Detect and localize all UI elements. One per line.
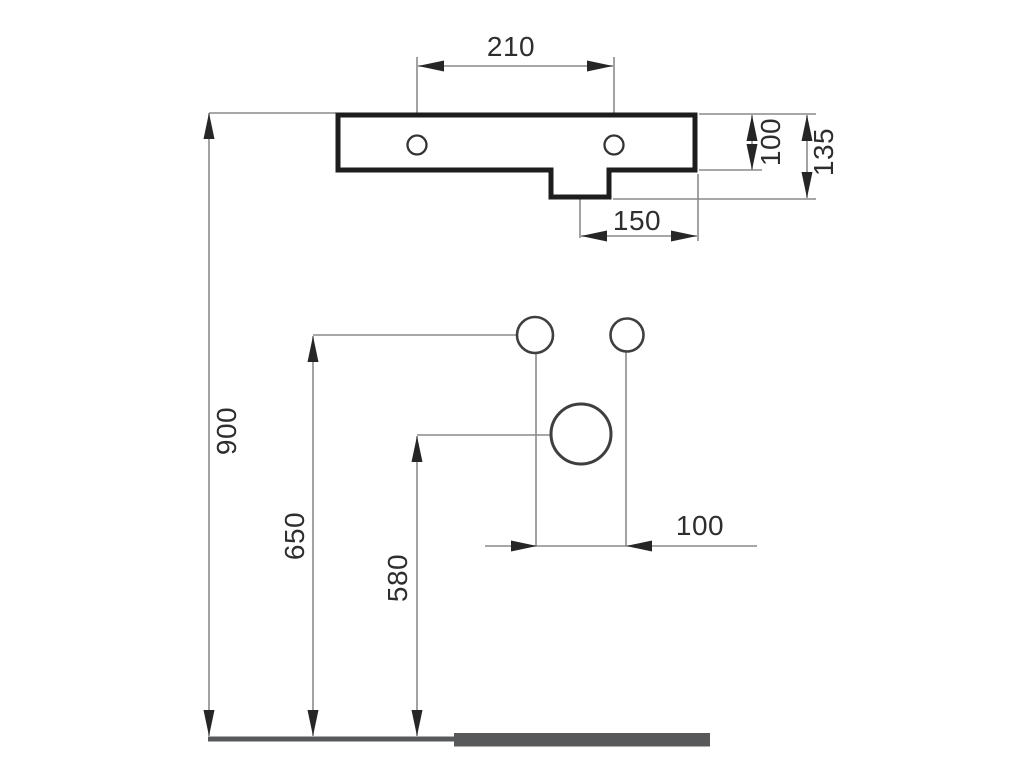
arrowhead-down — [411, 710, 423, 736]
dim-label-supply-height: 650 — [279, 511, 310, 561]
supply-connection-right — [609, 317, 645, 353]
dim-label-profile-height: 100 — [755, 117, 786, 167]
dim-label-hole-spacing: 210 — [486, 31, 536, 62]
dim-label-tab-offset: 150 — [612, 205, 662, 236]
arrowhead-right — [671, 230, 697, 242]
arrowhead-up — [307, 336, 319, 362]
floor-bar — [454, 733, 710, 747]
arrowhead-down — [203, 710, 215, 736]
supply-connection-left — [515, 315, 555, 355]
arrowhead-down — [746, 144, 758, 170]
dim-label-profile-height-with-tab: 135 — [808, 127, 839, 177]
arrowhead-right — [587, 60, 613, 72]
dim-label-drain-height: 580 — [382, 553, 413, 603]
arrowhead-down — [801, 172, 813, 198]
dim-label-rim-height: 900 — [211, 406, 242, 456]
basin-profile-outline — [335, 112, 698, 200]
arrowhead-left — [418, 60, 444, 72]
arrowhead-down — [307, 710, 319, 736]
arrowhead-left — [581, 230, 607, 242]
dim-label-supply-drain-spacing: 100 — [675, 510, 725, 541]
arrowhead-up — [801, 115, 813, 141]
arrowhead-up — [203, 113, 215, 139]
arrowheads — [203, 60, 813, 736]
mounting-hole-left — [406, 134, 428, 156]
arrowhead-up — [746, 115, 758, 141]
arrowhead-left — [626, 540, 652, 552]
drain-outlet — [549, 402, 613, 466]
arrowhead-up — [411, 436, 423, 462]
floor-line — [208, 736, 458, 742]
mounting-hole-right — [603, 134, 625, 156]
arrowhead-right — [511, 540, 537, 552]
